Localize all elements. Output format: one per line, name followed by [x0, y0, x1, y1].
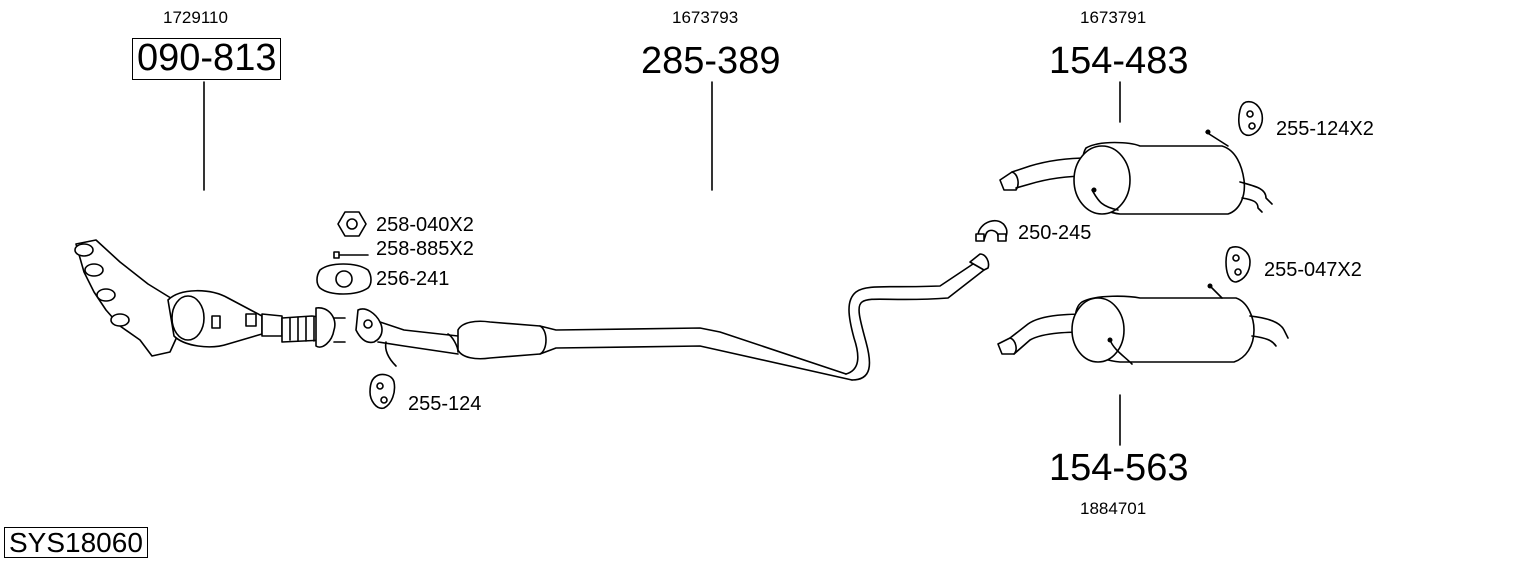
silencer-bottom-part-number: 154-563 [1049, 447, 1189, 489]
center-pipe [355, 253, 990, 381]
mount-bottom-icon [1225, 246, 1251, 283]
system-code: SYS18060 [4, 527, 148, 559]
flex-pipe [281, 307, 346, 348]
gasket-icon [316, 263, 372, 295]
mount-front-label: 255-124 [408, 393, 482, 415]
mount-front-icon [369, 373, 396, 410]
bolt-icon [333, 251, 369, 259]
catalyst-part-number: 090-813 [132, 38, 282, 80]
rear-silencer-bottom [997, 283, 1289, 365]
nut-label: 258-040X2 [376, 214, 474, 236]
clamp-icon [975, 219, 1008, 242]
catalyst-manifold [74, 239, 283, 357]
silencer-top-part-number: 154-483 [1049, 40, 1189, 82]
mount-top-icon [1238, 100, 1264, 137]
gasket-label: 256-241 [376, 268, 450, 290]
silencer-bottom-ref: 1884701 [1080, 499, 1147, 518]
mount-bottom-label: 255-047X2 [1264, 259, 1362, 281]
clamp-label: 250-245 [1018, 222, 1092, 244]
bolt-label: 258-885X2 [376, 238, 474, 260]
center-pipe-ref: 1673793 [672, 8, 739, 27]
rear-silencer-top [999, 129, 1273, 215]
mount-top-label: 255-124X2 [1276, 118, 1374, 140]
nut-icon [337, 211, 367, 237]
center-pipe-part-number: 285-389 [641, 40, 781, 82]
silencer-top-ref: 1673791 [1080, 8, 1147, 27]
catalyst-ref: 1729110 [163, 8, 228, 27]
